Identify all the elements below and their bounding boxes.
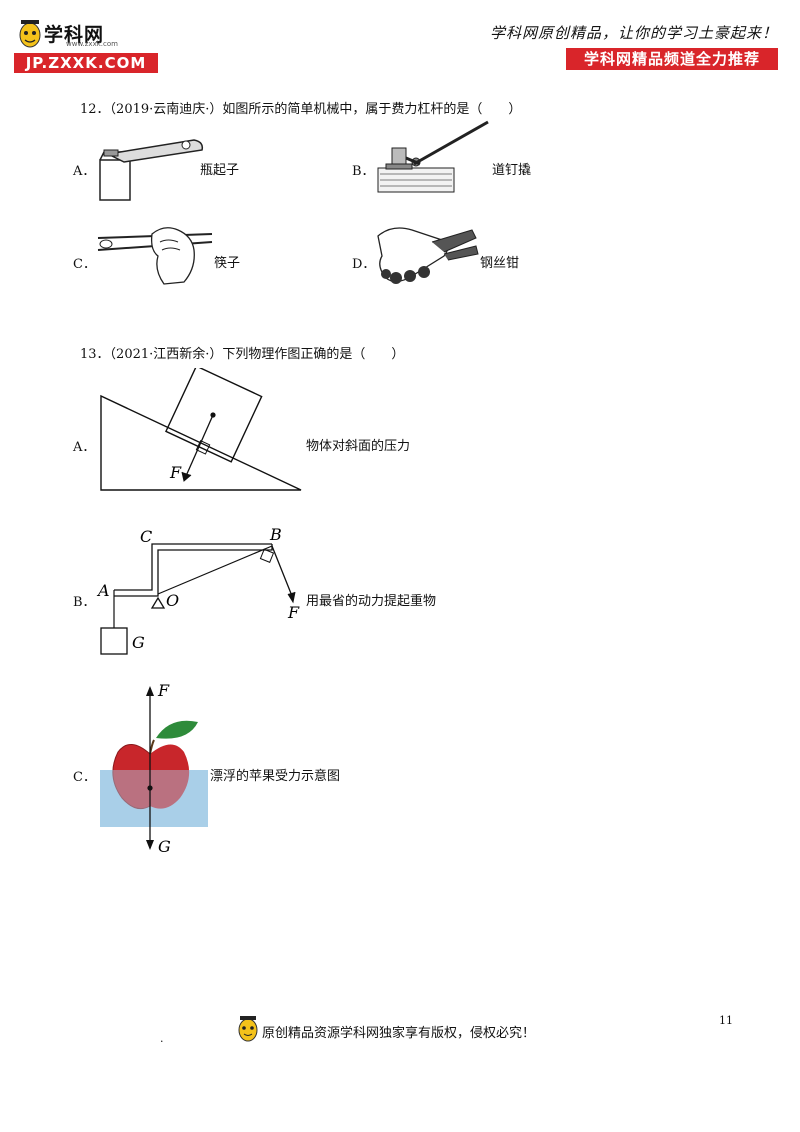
rail-crowbar-figure — [377, 120, 489, 193]
q12-option-a-letter: A． — [73, 164, 96, 179]
header-slogan: 学科网原创精品，让你的学习土豪起来！ — [489, 24, 778, 42]
pliers-figure — [377, 227, 479, 284]
q13-option-b-letter: B． — [73, 595, 96, 610]
question-13-stem: 13．（2021·江西新余·）下列物理作图正确的是（ ） — [80, 347, 405, 362]
q13-option-a-caption: 物体对斜面的压力 — [306, 439, 411, 454]
lever-label-o: O — [166, 591, 179, 610]
logo-text: 学科网 — [44, 24, 105, 46]
page-number: 11 — [719, 1014, 733, 1027]
logo-domain: JP.ZXXK.COM — [14, 53, 158, 73]
lever-figure: C B A O F G — [96, 525, 300, 655]
bottle-opener-figure — [99, 139, 204, 201]
incline-force-label: F — [169, 463, 182, 482]
apple-gravity-label: G — [158, 837, 171, 856]
q13-option-c-caption: 漂浮的苹果受力示意图 — [210, 769, 341, 784]
q12-option-d-letter: D． — [352, 257, 376, 272]
logo-subtext: www.zxxk.com — [66, 40, 118, 48]
q12-option-b-letter: B． — [352, 164, 375, 179]
question-12-stem: 12．（2019·云南迪庆·）如图所示的简单机械中，属于费力杠杆的是（ ） — [80, 102, 522, 117]
lever-label-f: F — [287, 603, 300, 622]
footer-copyright: 原创精品资源学科网独家享有版权，侵权必究！ — [262, 1026, 536, 1041]
incline-pressure-figure: F — [100, 368, 302, 491]
lever-label-g: G — [132, 633, 145, 652]
footer-dot: . — [160, 1032, 164, 1045]
q13-option-a-letter: A． — [73, 440, 96, 455]
header-recommend-banner: 学科网精品频道全力推荐 — [566, 48, 778, 70]
q12-option-b-caption: 道钉撬 — [492, 163, 532, 178]
lever-label-a: A — [96, 581, 110, 600]
mascot-icon — [19, 20, 41, 48]
q12-option-a-caption: 瓶起子 — [200, 163, 240, 178]
lever-label-b: B — [269, 525, 282, 544]
q13-option-c-letter: C． — [73, 770, 96, 785]
lever-label-c: C — [140, 527, 152, 546]
q12-option-d-caption: 钢丝钳 — [480, 256, 520, 271]
q13-option-b-caption: 用最省的动力提起重物 — [306, 594, 437, 609]
apple-buoyancy-label: F — [157, 681, 170, 700]
site-logo[interactable] — [14, 16, 164, 76]
chopsticks-figure — [97, 227, 213, 285]
q12-option-c-caption: 筷子 — [214, 256, 241, 271]
floating-apple-figure: F G — [100, 681, 208, 856]
footer-mascot-icon — [238, 1016, 258, 1042]
q12-option-c-letter: C． — [73, 257, 96, 272]
